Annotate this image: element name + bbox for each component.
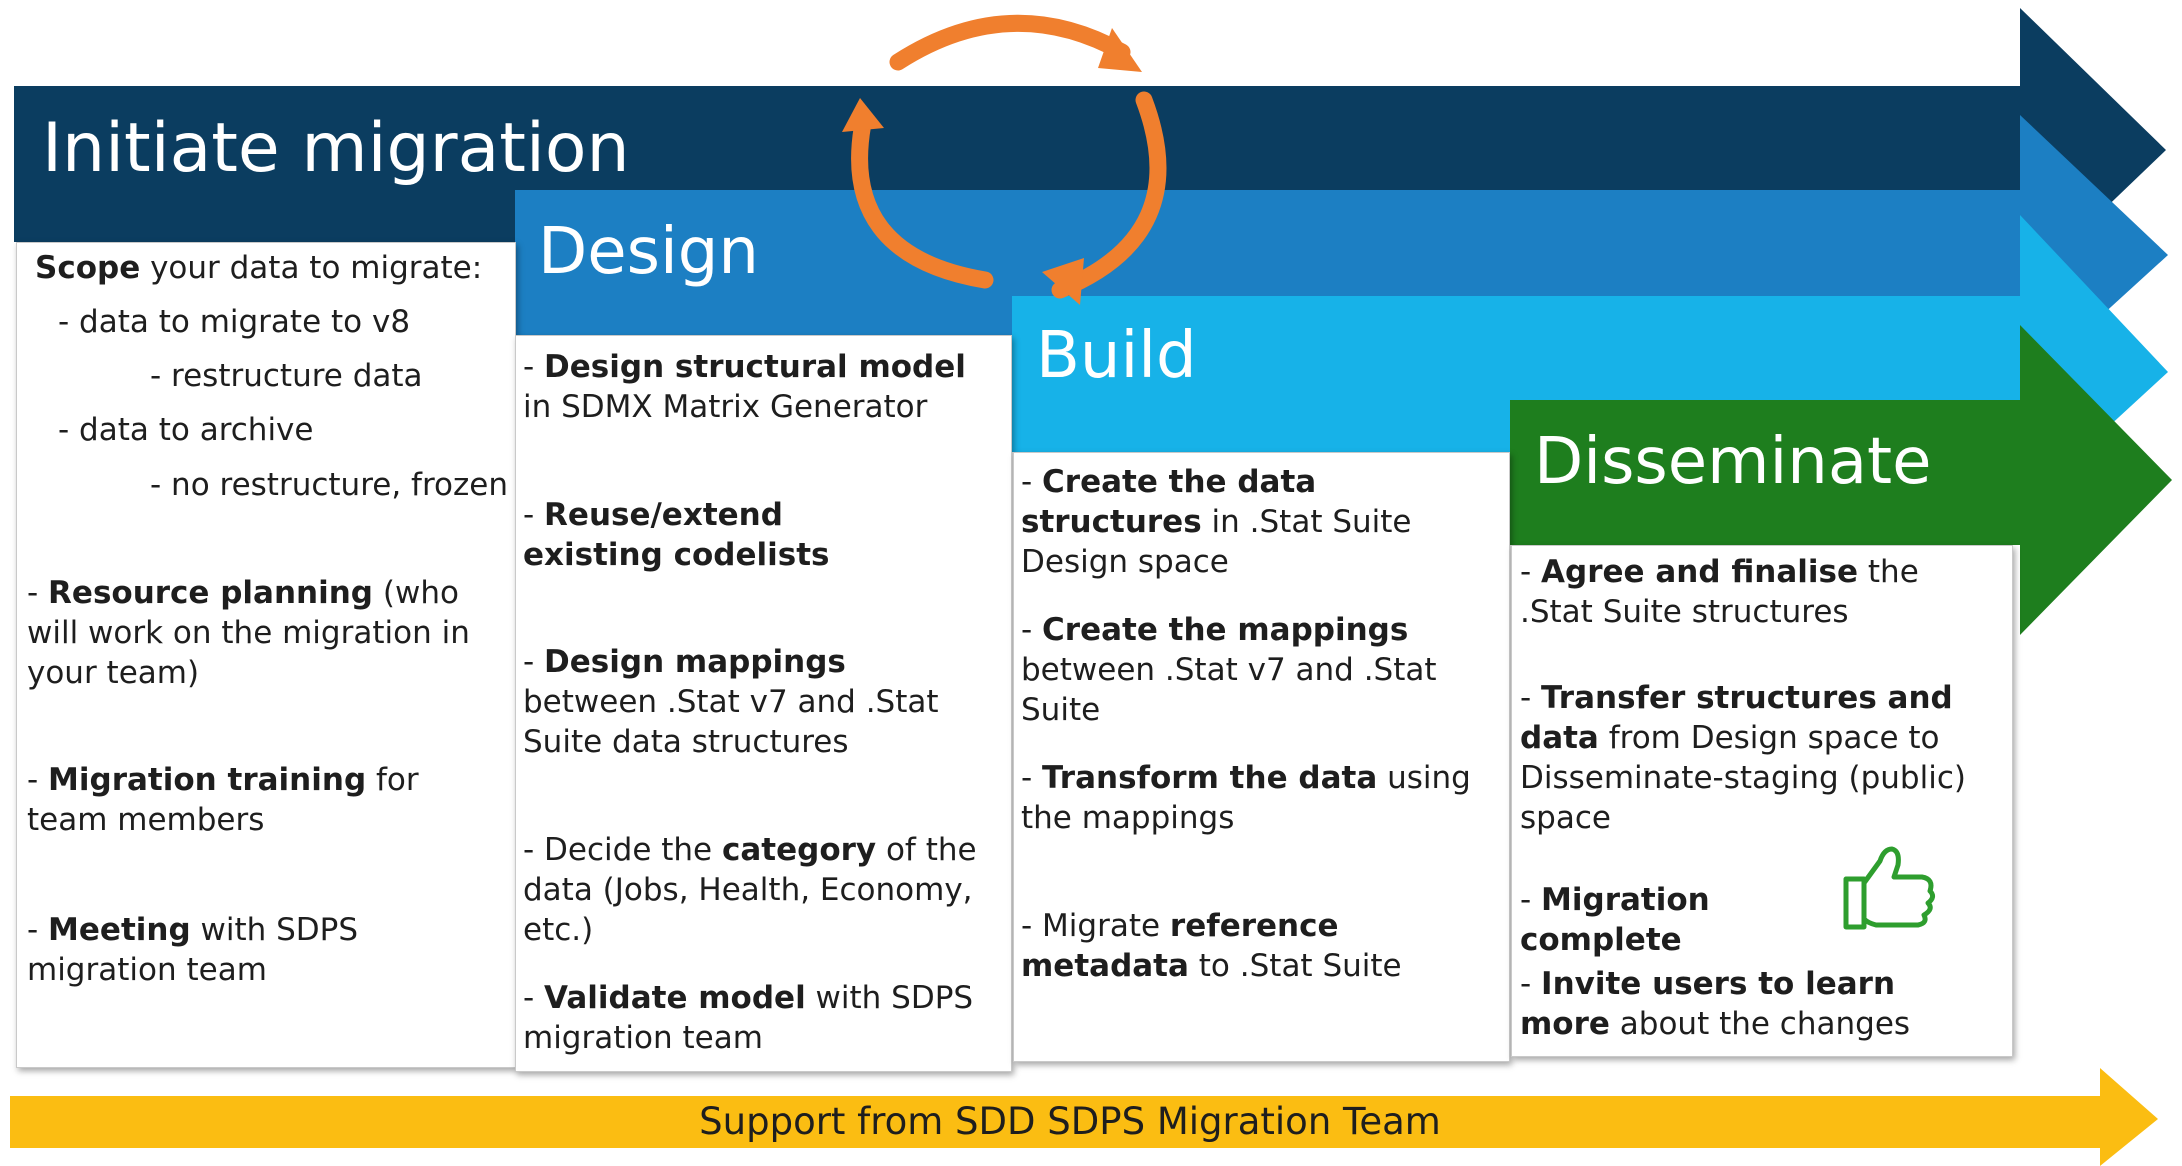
disseminate-panel xyxy=(1511,545,2013,1057)
initiate-item: - Resource planning (who will work on th… xyxy=(27,575,470,691)
build-panel xyxy=(1013,452,1510,1062)
design-item: - Design structural model in SDMX Matrix… xyxy=(523,349,966,425)
disseminate-item: - Agree and finalise the .Stat Suite str… xyxy=(1520,554,1919,630)
support-arrow xyxy=(10,1068,2158,1166)
initiate-title: Initiate migration xyxy=(42,109,630,188)
design-item: - Decide the category of the data (Jobs,… xyxy=(523,832,977,948)
build-item: - Migrate reference metadata to .Stat Su… xyxy=(1021,908,1402,984)
build-item: - Transform the data using the mappings xyxy=(1021,760,1471,836)
design-item: - Reuse/extend existing codelists xyxy=(523,497,830,573)
cycle-arrows-icon xyxy=(842,14,1167,305)
support-label: Support from SDD SDPS Migration Team xyxy=(699,1100,1441,1143)
build-item: - Create the data structures in .Stat Su… xyxy=(1021,464,1412,580)
initiate-item: - data to archive xyxy=(58,412,314,448)
design-item: - Validate model with SDPS migration tea… xyxy=(523,980,974,1056)
build-title: Build xyxy=(1036,319,1197,393)
disseminate-item: - Invite users to learn more about the c… xyxy=(1520,966,1911,1042)
initiate-panel xyxy=(16,242,516,1068)
initiate-item: - Meeting with SDPS migration team xyxy=(27,912,359,988)
disseminate-arrow xyxy=(1510,325,2172,635)
design-panel xyxy=(515,335,1012,1072)
design-item: - Design mappings between .Stat v7 and .… xyxy=(523,644,939,760)
thumbs-up-icon xyxy=(1843,846,1936,930)
initiate-item: - restructure data xyxy=(150,358,423,394)
build-item: - Create the mappings between .Stat v7 a… xyxy=(1021,612,1437,728)
design-title: Design xyxy=(538,215,759,289)
initiate-item: - Migration training for team members xyxy=(27,762,419,838)
disseminate-title: Disseminate xyxy=(1534,425,1932,499)
disseminate-item: - Migration complete xyxy=(1520,882,1710,958)
disseminate-item: - Transfer structures and data from Desi… xyxy=(1520,680,1966,836)
initiate-item: - no restructure, frozen xyxy=(150,467,508,503)
initiate-item: Scope your data to migrate: xyxy=(35,250,483,286)
initiate-item: - data to migrate to v8 xyxy=(58,304,411,340)
